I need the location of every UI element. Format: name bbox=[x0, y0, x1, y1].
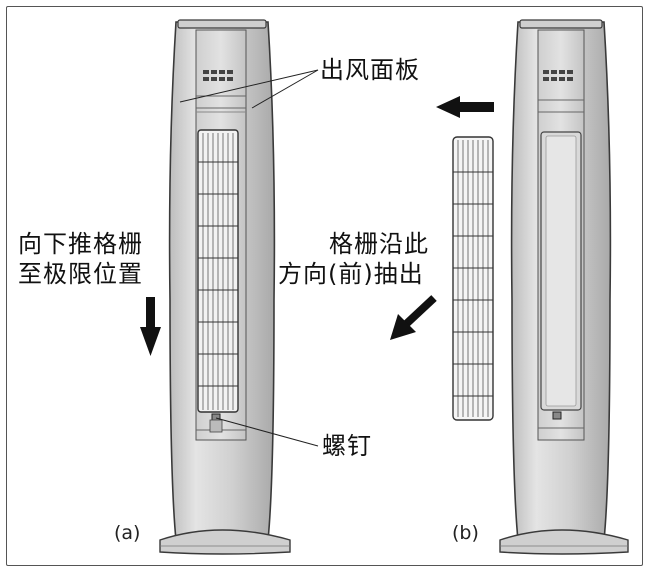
unit-b-base bbox=[499, 529, 629, 555]
outlet-panel-leader-2 bbox=[251, 69, 319, 109]
unit-b-top-cap bbox=[519, 19, 603, 29]
down-arrow bbox=[140, 297, 161, 356]
unit-a-base bbox=[159, 529, 291, 555]
leader-lines bbox=[179, 69, 319, 447]
left-arrow bbox=[436, 96, 494, 118]
detached-grille bbox=[452, 136, 494, 421]
screw-label: 螺钉 bbox=[322, 432, 372, 460]
diagonal-arrow bbox=[390, 295, 437, 340]
unit-a-grille bbox=[197, 129, 239, 413]
unit-a-control-buttons bbox=[203, 70, 233, 81]
push-grille-label-line1: 向下推格栅 bbox=[18, 230, 143, 258]
push-grille-label-line2: 至极限位置 bbox=[18, 260, 143, 288]
pull-grille-label-line2: 方向(前)抽出 bbox=[278, 260, 424, 288]
ac-unit-b bbox=[499, 19, 629, 555]
unit-a-lower-tab bbox=[209, 419, 223, 433]
outlet-panel-label: 出风面板 bbox=[320, 56, 420, 84]
unit-a-top-cap bbox=[177, 19, 267, 29]
ac-unit-a bbox=[159, 19, 291, 555]
outlet-panel-leader-1 bbox=[179, 69, 319, 103]
pull-grille-label-line1: 格栅沿此 bbox=[329, 230, 429, 258]
unit-b-screw bbox=[552, 411, 562, 420]
subfigure-b-label: (b) bbox=[452, 522, 479, 544]
screw-leader bbox=[215, 417, 319, 447]
unit-b-control-buttons bbox=[543, 70, 573, 81]
subfigure-a-label: (a) bbox=[114, 522, 141, 544]
figure-frame bbox=[6, 6, 643, 566]
